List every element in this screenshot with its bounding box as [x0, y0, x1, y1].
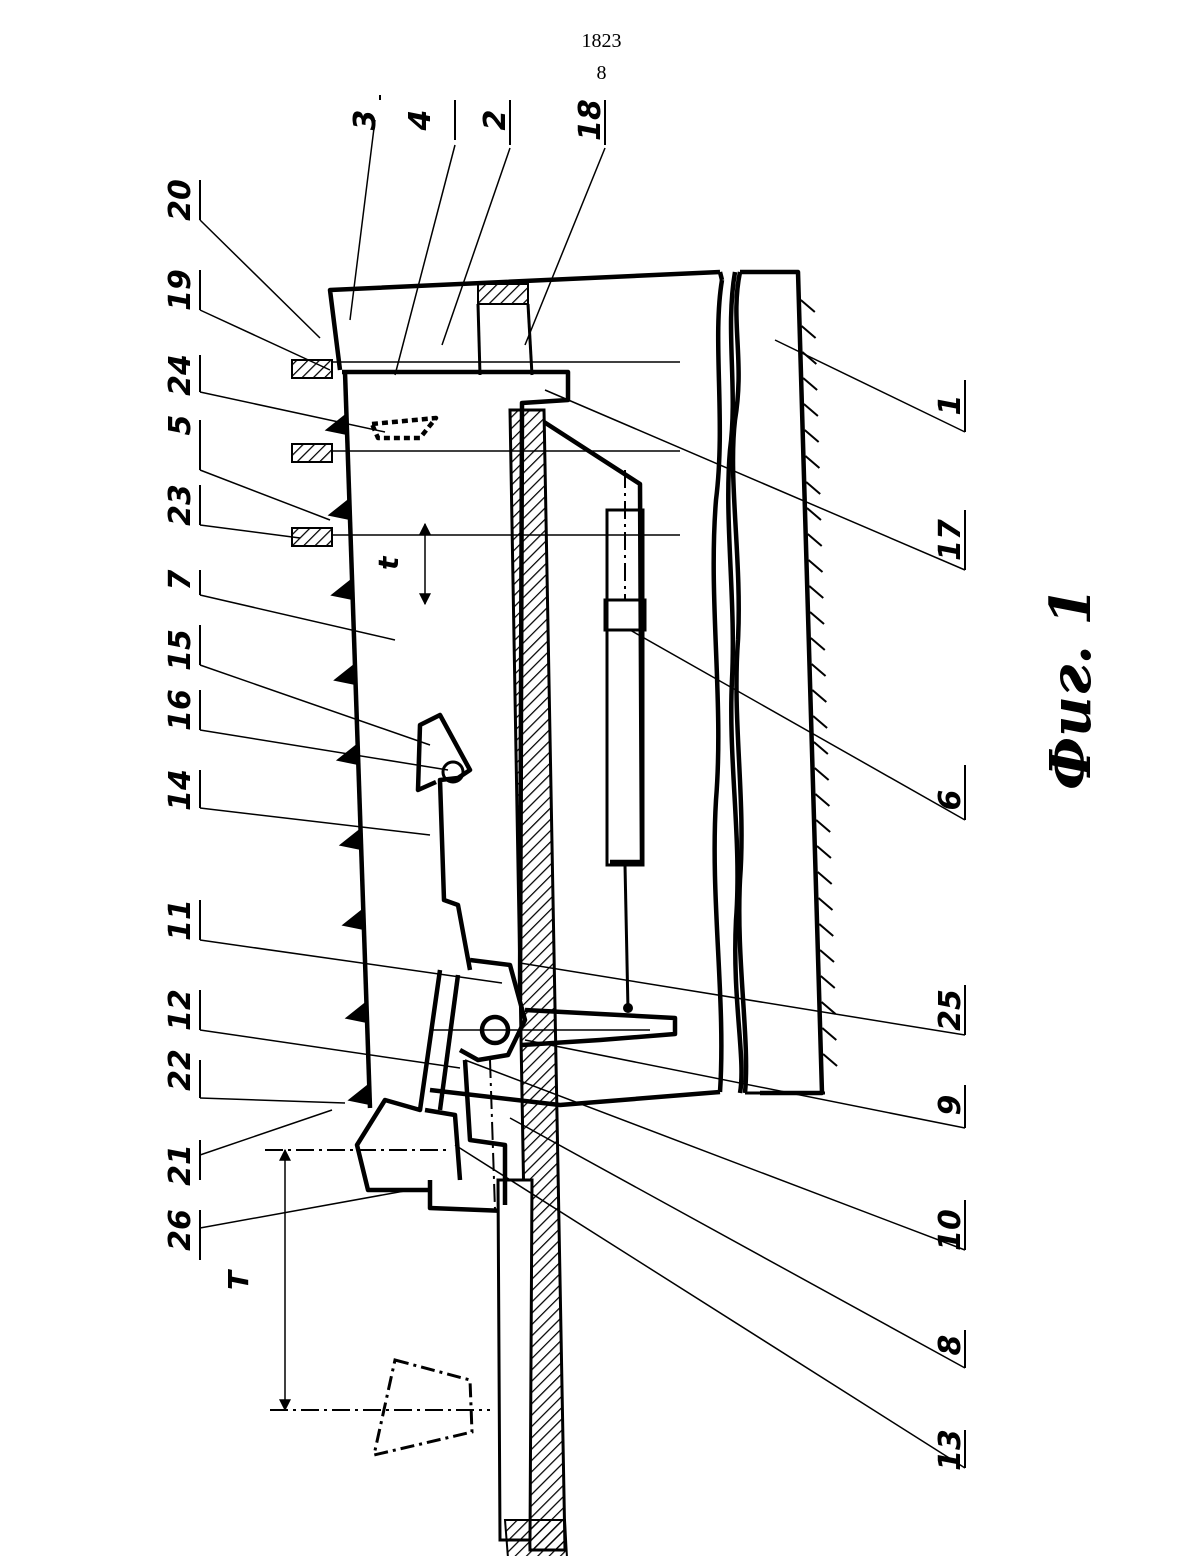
callout-11: 11 — [163, 899, 502, 983]
callout-label: 9 — [933, 1095, 968, 1116]
callouts: 34 2 18 20 19 24 5 23 7 15 16 14 11 12 22 21 26 1 17 6 25 9 10… — [163, 95, 968, 1471]
leader-line — [200, 392, 385, 432]
callout-15: 15 — [163, 625, 430, 745]
leader-line — [200, 470, 330, 520]
lever-14 — [418, 715, 470, 970]
callout-label: 18 — [573, 99, 608, 141]
leader-line — [395, 145, 455, 375]
callout-22: 22 — [163, 1049, 345, 1103]
callout-20: 20 — [163, 179, 320, 338]
callout-label: 22 — [163, 1049, 198, 1091]
leader-line — [200, 595, 395, 640]
callout-label: 3 — [348, 110, 383, 131]
tooth — [347, 1002, 367, 1022]
tooth — [333, 579, 353, 599]
callout-label: 23 — [163, 484, 198, 526]
callout-label: 5 — [163, 415, 198, 436]
leader-line — [200, 1030, 460, 1068]
callout-label: 11 — [163, 899, 198, 941]
leader-line — [200, 310, 330, 370]
callout-label: 1 — [933, 395, 968, 416]
callout-label: 24 — [163, 354, 198, 396]
tooth — [327, 414, 347, 434]
callout-label: 25 — [933, 989, 968, 1031]
callout-label: 14 — [163, 769, 198, 811]
callout-label: 21 — [163, 1144, 198, 1186]
leader-line — [200, 808, 430, 835]
leader-line — [200, 1110, 332, 1155]
leader-line — [200, 1098, 345, 1103]
leader-line — [200, 940, 502, 983]
callout-label: 8 — [933, 1335, 968, 1356]
callout-18: 18 — [525, 99, 608, 345]
callout-label: 7 — [163, 569, 198, 590]
tooth — [335, 664, 355, 684]
callout-label: 12 — [163, 989, 198, 1031]
callout-label: 16 — [163, 689, 198, 731]
callout-label: 17 — [933, 519, 968, 561]
pitch-t-dimension: t — [372, 524, 425, 604]
leader-line — [510, 1118, 965, 1368]
leader-line — [200, 220, 320, 338]
callout-label: 6 — [933, 790, 968, 811]
callout-label: 2 — [478, 110, 513, 131]
tooth — [330, 499, 350, 519]
leader-line — [200, 665, 430, 745]
callout-8: 8 — [510, 1118, 968, 1368]
callout-6: 6 — [630, 630, 968, 820]
pitch-T-label: T — [222, 1269, 255, 1290]
leader-line — [200, 525, 300, 538]
tooth — [350, 1084, 370, 1104]
callout-label: 15 — [163, 629, 198, 671]
callout-label: 10 — [933, 1209, 968, 1251]
callout-label: 26 — [163, 1209, 198, 1251]
pitch-t-label: t — [372, 555, 405, 570]
callout-26: 26 — [163, 1190, 410, 1260]
leader-line — [200, 1190, 410, 1228]
leader-line — [525, 148, 605, 345]
callout-label: 4 — [403, 110, 438, 132]
teeth — [327, 414, 370, 1104]
base-plate-1 — [728, 272, 825, 1093]
hydraulic-cylinder-6 — [544, 422, 645, 1013]
tooth — [341, 829, 361, 849]
callout-label: 19 — [163, 269, 198, 311]
tooth — [344, 909, 364, 929]
callout-21: 21 — [163, 1110, 332, 1186]
leader-line — [442, 148, 510, 345]
callout-label: 20 — [163, 179, 198, 221]
callout-label: 13 — [933, 1429, 968, 1471]
figure-caption: Фиг. 1 — [1038, 587, 1104, 790]
guide-rail — [498, 410, 567, 1556]
leader-line — [200, 730, 448, 770]
callout-23: 23 — [163, 484, 300, 538]
leader-line — [630, 630, 965, 820]
callout-14: 14 — [163, 769, 430, 835]
pitch-T-dimension: T — [222, 1150, 490, 1455]
callout-12: 12 — [163, 989, 460, 1068]
